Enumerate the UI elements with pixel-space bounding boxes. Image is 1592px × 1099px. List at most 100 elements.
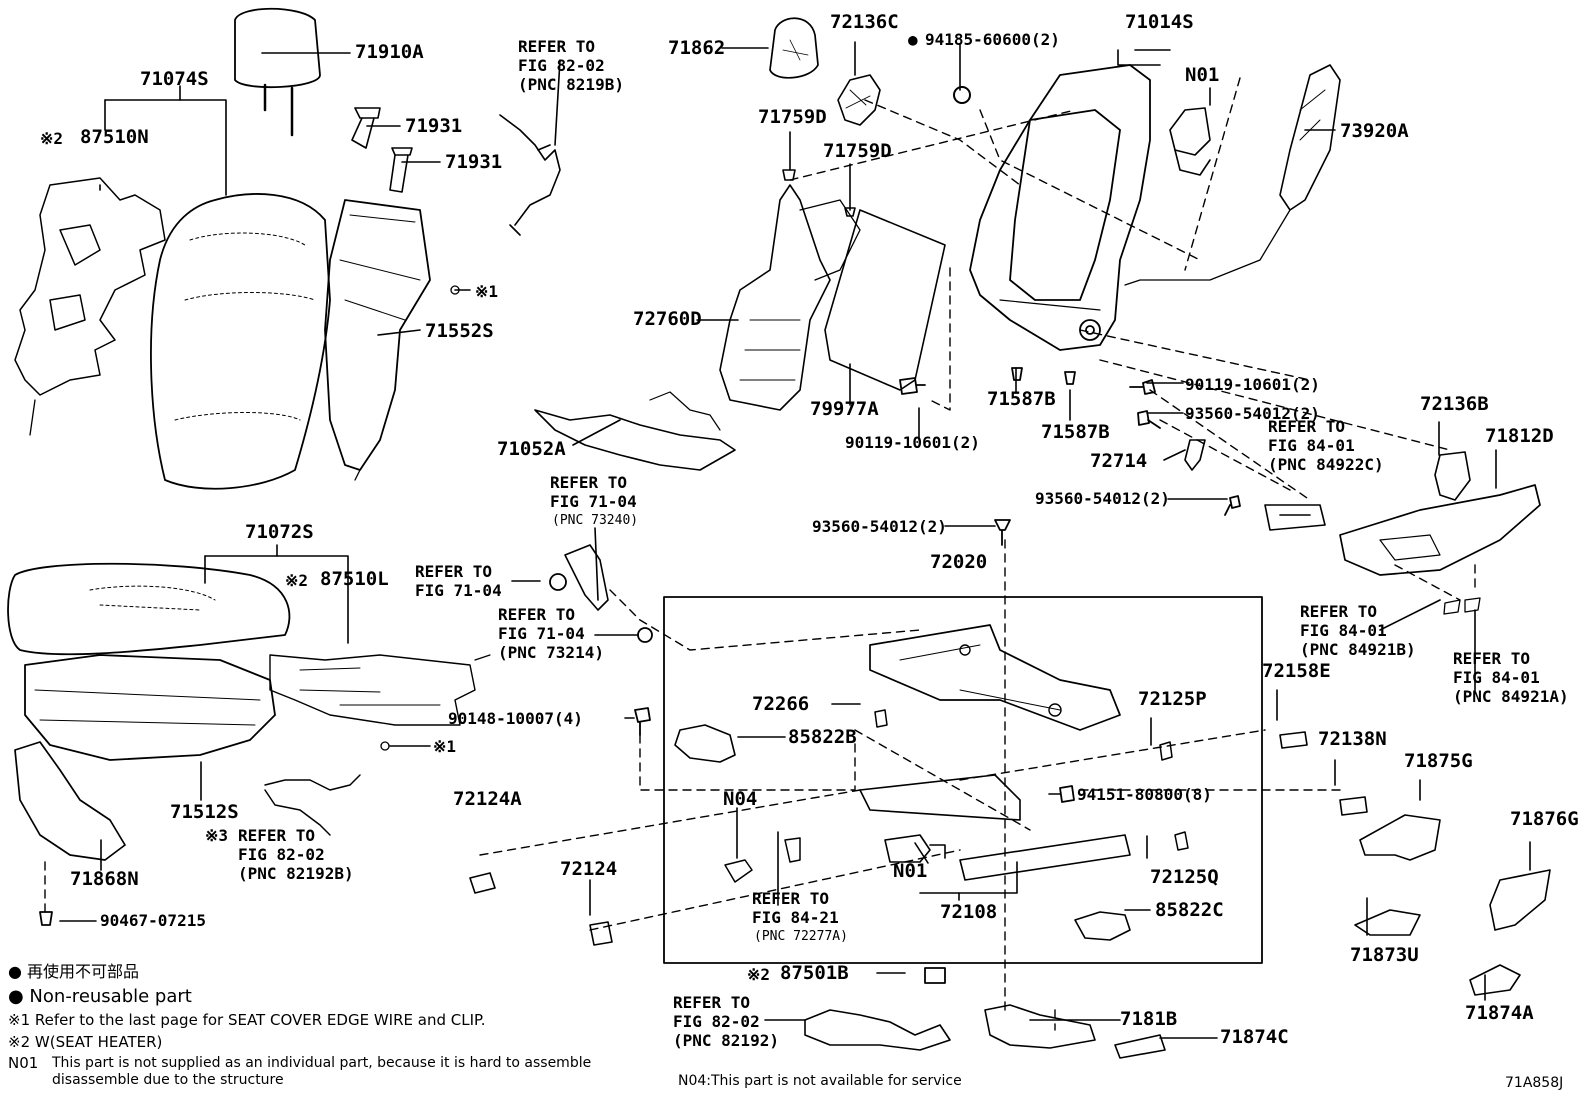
part-71072S: 71072S — [245, 521, 314, 543]
ref-fig-82-02-a-line1: REFER TO — [518, 37, 596, 56]
part-7181B: 7181B — [1120, 1008, 1178, 1030]
side-covers-right — [1354, 814, 1551, 996]
ref-fig-71-04-c-line3: (PNC 73214) — [498, 643, 604, 662]
side-panel-73920a — [1124, 64, 1341, 286]
part-N01-a: N01 — [1185, 64, 1220, 86]
wire-set-71052a — [534, 391, 736, 471]
part-87510L: 87510L — [320, 568, 389, 590]
ref-fig-84-01-a-line3: (PNC 84922C) — [1268, 455, 1384, 474]
nut-94185-icon — [953, 86, 971, 104]
ref-fig-84-21-line1: REFER TO — [752, 889, 830, 908]
ref-fig-84-01-a-line2: FIG 84-01 — [1268, 436, 1355, 455]
clip-90467 — [39, 911, 53, 926]
note-mark-3: ※3 — [205, 826, 229, 845]
ref-fig-84-01-c-line1: REFER TO — [1453, 649, 1531, 668]
legend-nonreusable-jp: ● 再使用不可部品 — [8, 962, 140, 981]
switch-84922c — [1264, 504, 1326, 531]
lumbar-airbag — [769, 17, 819, 79]
part-93560-c: 93560-54012(2) — [812, 517, 947, 536]
legend-nonreusable-en: ● Non-reusable part — [8, 986, 192, 1007]
bracket-72714 — [1184, 439, 1206, 471]
part-71873U: 71873U — [1350, 944, 1419, 966]
dashed-guides — [44, 77, 1476, 1031]
nonreusable-bullet: ● — [908, 30, 918, 49]
part-72158E: 72158E — [1262, 660, 1331, 682]
part-71759D-b: 71759D — [823, 140, 892, 162]
legend-note-2: ※2 W(SEAT HEATER) — [8, 1033, 163, 1051]
knob-72136b — [1434, 451, 1471, 501]
ref-fig-84-01-b-line3: (PNC 84921B) — [1300, 640, 1416, 659]
seat-heater-pad-87510l — [269, 654, 491, 726]
ref-fig-82-02-c-line2: FIG 82-02 — [673, 1012, 760, 1031]
legend-n01-text-2: disassemble due to the structure — [52, 1072, 284, 1088]
cover-71874c — [1114, 1034, 1166, 1059]
part-71910A: 71910A — [355, 41, 424, 63]
part-72124A: 72124A — [453, 788, 522, 810]
seatback-board-79977a — [824, 209, 946, 391]
part-72108: 72108 — [940, 901, 998, 923]
ref-fig-84-21-line2: FIG 84-21 — [752, 908, 839, 927]
part-71931-a: 71931 — [405, 115, 463, 137]
ref-fig-71-04-a-line1: REFER TO — [550, 473, 628, 492]
motor-n01-lower — [884, 834, 946, 863]
note-mark-2a: ※2 — [40, 129, 64, 148]
washer-icon — [637, 627, 653, 643]
seatback-cushion — [150, 193, 331, 490]
ref-fig-84-01-a-line1: REFER TO — [1268, 417, 1346, 436]
headrest — [234, 7, 321, 137]
backrest-frame — [969, 64, 1151, 351]
ref-fig-82-02-c-line1: REFER TO — [673, 993, 751, 1012]
part-71874C: 71874C — [1220, 1026, 1289, 1048]
part-71052A: 71052A — [497, 438, 566, 460]
part-72138N: 72138N — [1318, 728, 1387, 750]
leader-lines — [59, 41, 1531, 1039]
clip-ring-icon — [450, 285, 460, 295]
part-71876G: 71876G — [1510, 808, 1579, 830]
ref-fig-82-02-c-line3: (PNC 82192) — [673, 1031, 779, 1050]
part-72136B: 72136B — [1420, 393, 1489, 415]
small-brackets — [724, 709, 1189, 883]
part-71512S: 71512S — [170, 801, 239, 823]
seatback-cover — [324, 199, 431, 481]
part-72125Q: 72125Q — [1150, 866, 1219, 888]
part-71868N: 71868N — [70, 868, 139, 890]
headrest-supports — [351, 107, 413, 193]
ref-fig-82-02-b-line3: (PNC 82192B) — [238, 864, 354, 883]
part-71587B-a: 71587B — [987, 388, 1056, 410]
part-N04: N04 — [723, 788, 758, 810]
clip-ring-icon-2 — [380, 741, 390, 751]
ref-fig-71-04-a-line2: FIG 71-04 — [550, 492, 637, 511]
part-72136C: 72136C — [830, 11, 899, 33]
seat-cushion — [7, 562, 291, 656]
bolts — [634, 367, 1241, 803]
note-mark-2b: ※2 — [285, 571, 309, 590]
part-71875G: 71875G — [1404, 750, 1473, 772]
lumbar-assembly-72760d — [719, 184, 861, 411]
harness-82192 — [804, 1009, 951, 1051]
part-85822B: 85822B — [788, 726, 857, 748]
ref-fig-71-04-b-line2: FIG 71-04 — [415, 581, 502, 600]
note-clip-1a: ※1 — [475, 282, 499, 301]
part-72020: 72020 — [930, 551, 988, 573]
part-71014S: 71014S — [1125, 11, 1194, 33]
part-90467-07215: 90467-07215 — [100, 911, 206, 930]
ref-fig-71-04-a-line3: (PNC 73240) — [552, 513, 639, 528]
seat-rails — [859, 774, 1131, 881]
ref-fig-84-21-line3: (PNC 72277A) — [754, 929, 848, 944]
legend-n01-text-1: This part is not supplied as an individu… — [52, 1055, 592, 1071]
figure-id: 71A858J — [1505, 1075, 1564, 1091]
part-71587B-b: 71587B — [1041, 421, 1110, 443]
part-85822C: 85822C — [1155, 899, 1224, 921]
part-71074S: 71074S — [140, 68, 209, 90]
part-93560-a: 93560-54012(2) — [1185, 404, 1320, 423]
part-72124: 72124 — [560, 858, 618, 880]
ref-fig-84-01-c-line3: (PNC 84921A) — [1453, 687, 1569, 706]
bracket-7181b — [984, 1004, 1096, 1049]
ref-fig-71-04-c-line2: FIG 71-04 — [498, 624, 585, 643]
part-79977A: 79977A — [810, 398, 879, 420]
side-shield-71812d — [1339, 484, 1541, 615]
motor-85822b — [674, 724, 736, 763]
part-90119-a: 90119-10601(2) — [845, 433, 980, 452]
